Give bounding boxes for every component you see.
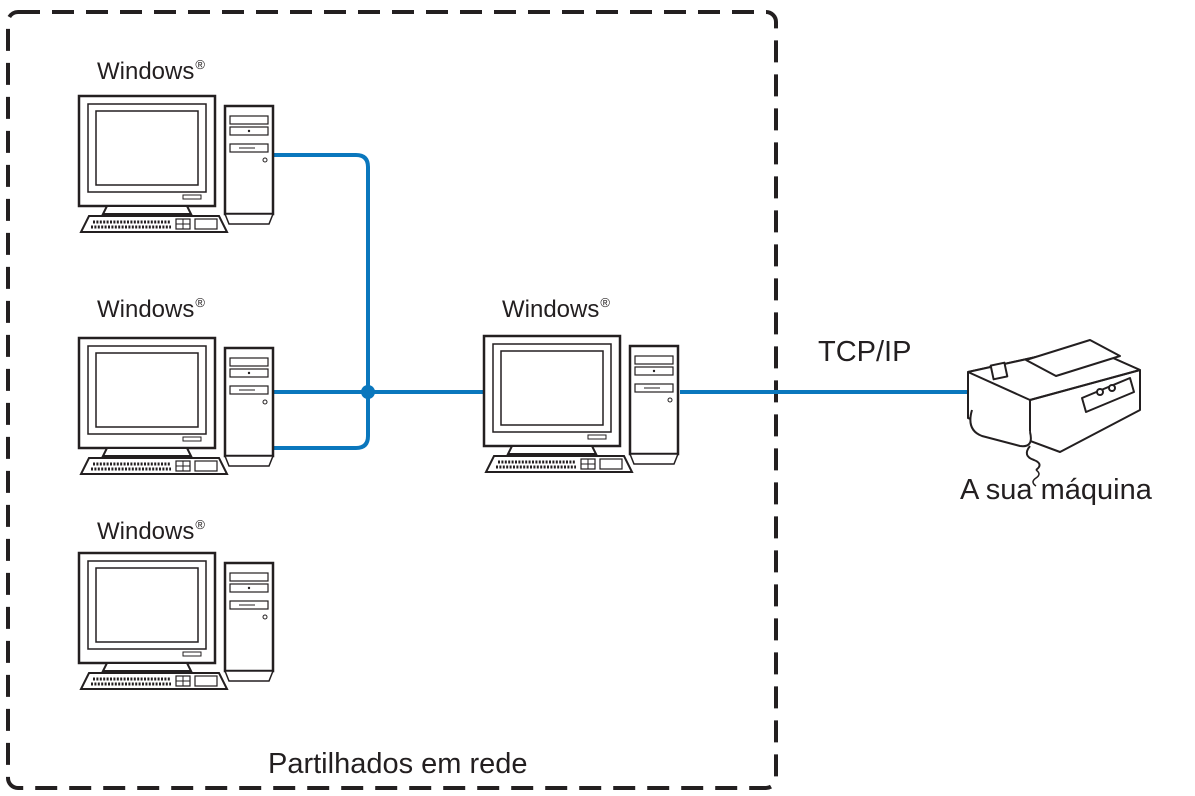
computer-label: Windows® bbox=[97, 295, 205, 323]
link-pc1 bbox=[274, 153, 370, 450]
shared-network-boundary bbox=[6, 10, 778, 790]
computer-label: Windows® bbox=[97, 517, 205, 545]
desktop-computer-icon bbox=[77, 551, 275, 691]
protocol-label: TCP/IP bbox=[818, 336, 912, 368]
server-computer-label: Windows® bbox=[502, 295, 610, 323]
desktop-computer-icon bbox=[482, 334, 680, 474]
network-lines bbox=[274, 153, 980, 450]
network-junction bbox=[361, 385, 375, 399]
printer-fax-icon bbox=[967, 339, 1141, 487]
machine-label: A sua máquina bbox=[960, 474, 1152, 506]
group-label: Partilhados em rede bbox=[268, 748, 528, 780]
desktop-computer-icon bbox=[77, 336, 275, 476]
desktop-computer-icon bbox=[77, 94, 275, 234]
computer-label: Windows® bbox=[97, 57, 205, 85]
